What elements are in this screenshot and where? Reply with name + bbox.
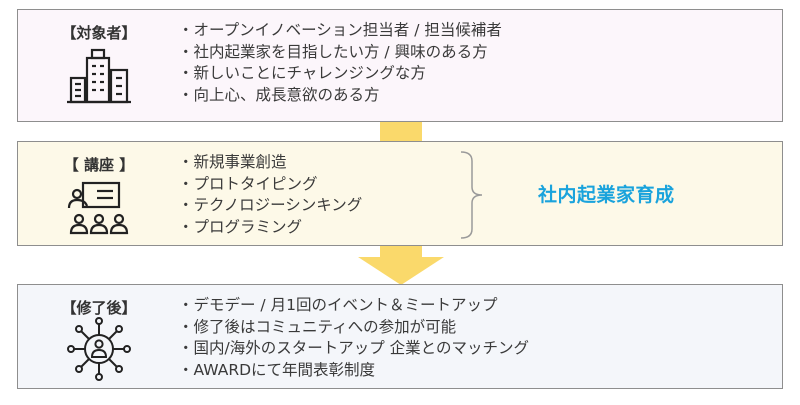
list-item: ・国内/海外のスタートアップ 企業とのマッチング [178, 339, 529, 357]
connector-arrow-2 [358, 245, 444, 285]
audience-list: ・オープンイノベーション担当者 / 担当候補者 ・社内起業家を目指したい方 / … [178, 20, 502, 106]
office-building-icon [67, 48, 131, 104]
presentation-audience-icon [67, 181, 129, 235]
list-item: ・プロトタイピング [178, 174, 318, 193]
list-item: ・向上心、成長意欲のある方 [178, 85, 380, 104]
course-section: 【 講座 】 ・新規事業創造 ・プロトタイピング ・テクノロジーシンキング ・プ… [17, 141, 783, 246]
after-completion-section: 【修了後】 ・デモデー / 月1回のイベント＆ミートアップ ・修了後はコミュニテ… [17, 284, 783, 389]
course-list: ・新規事業創造 ・プロトタイピング ・テクノロジーシンキング ・プログラミング [178, 152, 362, 238]
after-completion-list: ・デモデー / 月1回のイベント＆ミートアップ ・修了後はコミュニティへの参加が… [178, 295, 529, 381]
list-item: ・オープンイノベーション担当者 / 担当候補者 [178, 21, 502, 39]
right-brace-icon [460, 151, 483, 239]
list-item: ・社内起業家を目指したい方 / 興味のある方 [178, 42, 488, 61]
list-item: ・新しいことにチャレンジングな方 [178, 64, 426, 82]
list-item: ・テクノロジーシンキング [178, 196, 363, 214]
list-item: ・修了後はコミュニティへの参加が可能 [178, 317, 457, 336]
connector-arrow-1 [380, 121, 422, 142]
target-audience-section: 【対象者】 ・オープンイノベーション担当者 / 担当候補者 ・社内起業家を目指し… [17, 9, 783, 122]
section-label: 【対象者】 [61, 24, 137, 42]
list-item: ・AWARDにて年間表彰制度 [178, 360, 376, 379]
section-label: 【 講座 】 [63, 156, 135, 174]
network-person-icon [67, 317, 131, 381]
list-item: ・新規事業創造 [178, 153, 287, 171]
section-label: 【修了後】 [61, 299, 137, 317]
entrepreneur-training-heading: 社内起業家育成 [538, 184, 675, 206]
list-item: ・デモデー / 月1回のイベント＆ミートアップ [178, 296, 498, 314]
list-item: ・プログラミング [178, 217, 303, 236]
